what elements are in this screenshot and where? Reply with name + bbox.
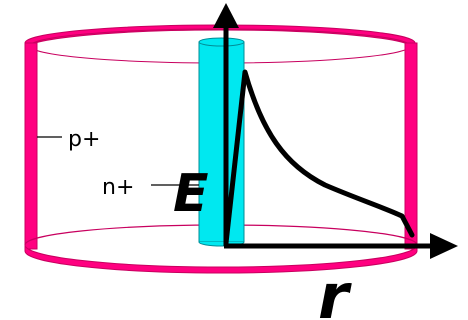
horizontal-axis-arrowhead xyxy=(430,233,458,259)
outer-cylinder-bottom-rim-front xyxy=(24,244,418,274)
outer-cylinder-left-wall xyxy=(24,42,38,250)
vertical-axis-arrowhead xyxy=(213,3,239,28)
vertical-axis-label: E xyxy=(173,164,209,224)
horizontal-axis-label: r xyxy=(318,260,352,320)
inner-label: n+ xyxy=(102,175,134,200)
field-curve-rise xyxy=(223,71,248,244)
inner-cylinder-top xyxy=(198,37,245,47)
outer-label: p+ xyxy=(68,127,100,152)
field-curve-decay xyxy=(242,69,415,238)
outer-cylinder-right-wall xyxy=(404,42,418,250)
